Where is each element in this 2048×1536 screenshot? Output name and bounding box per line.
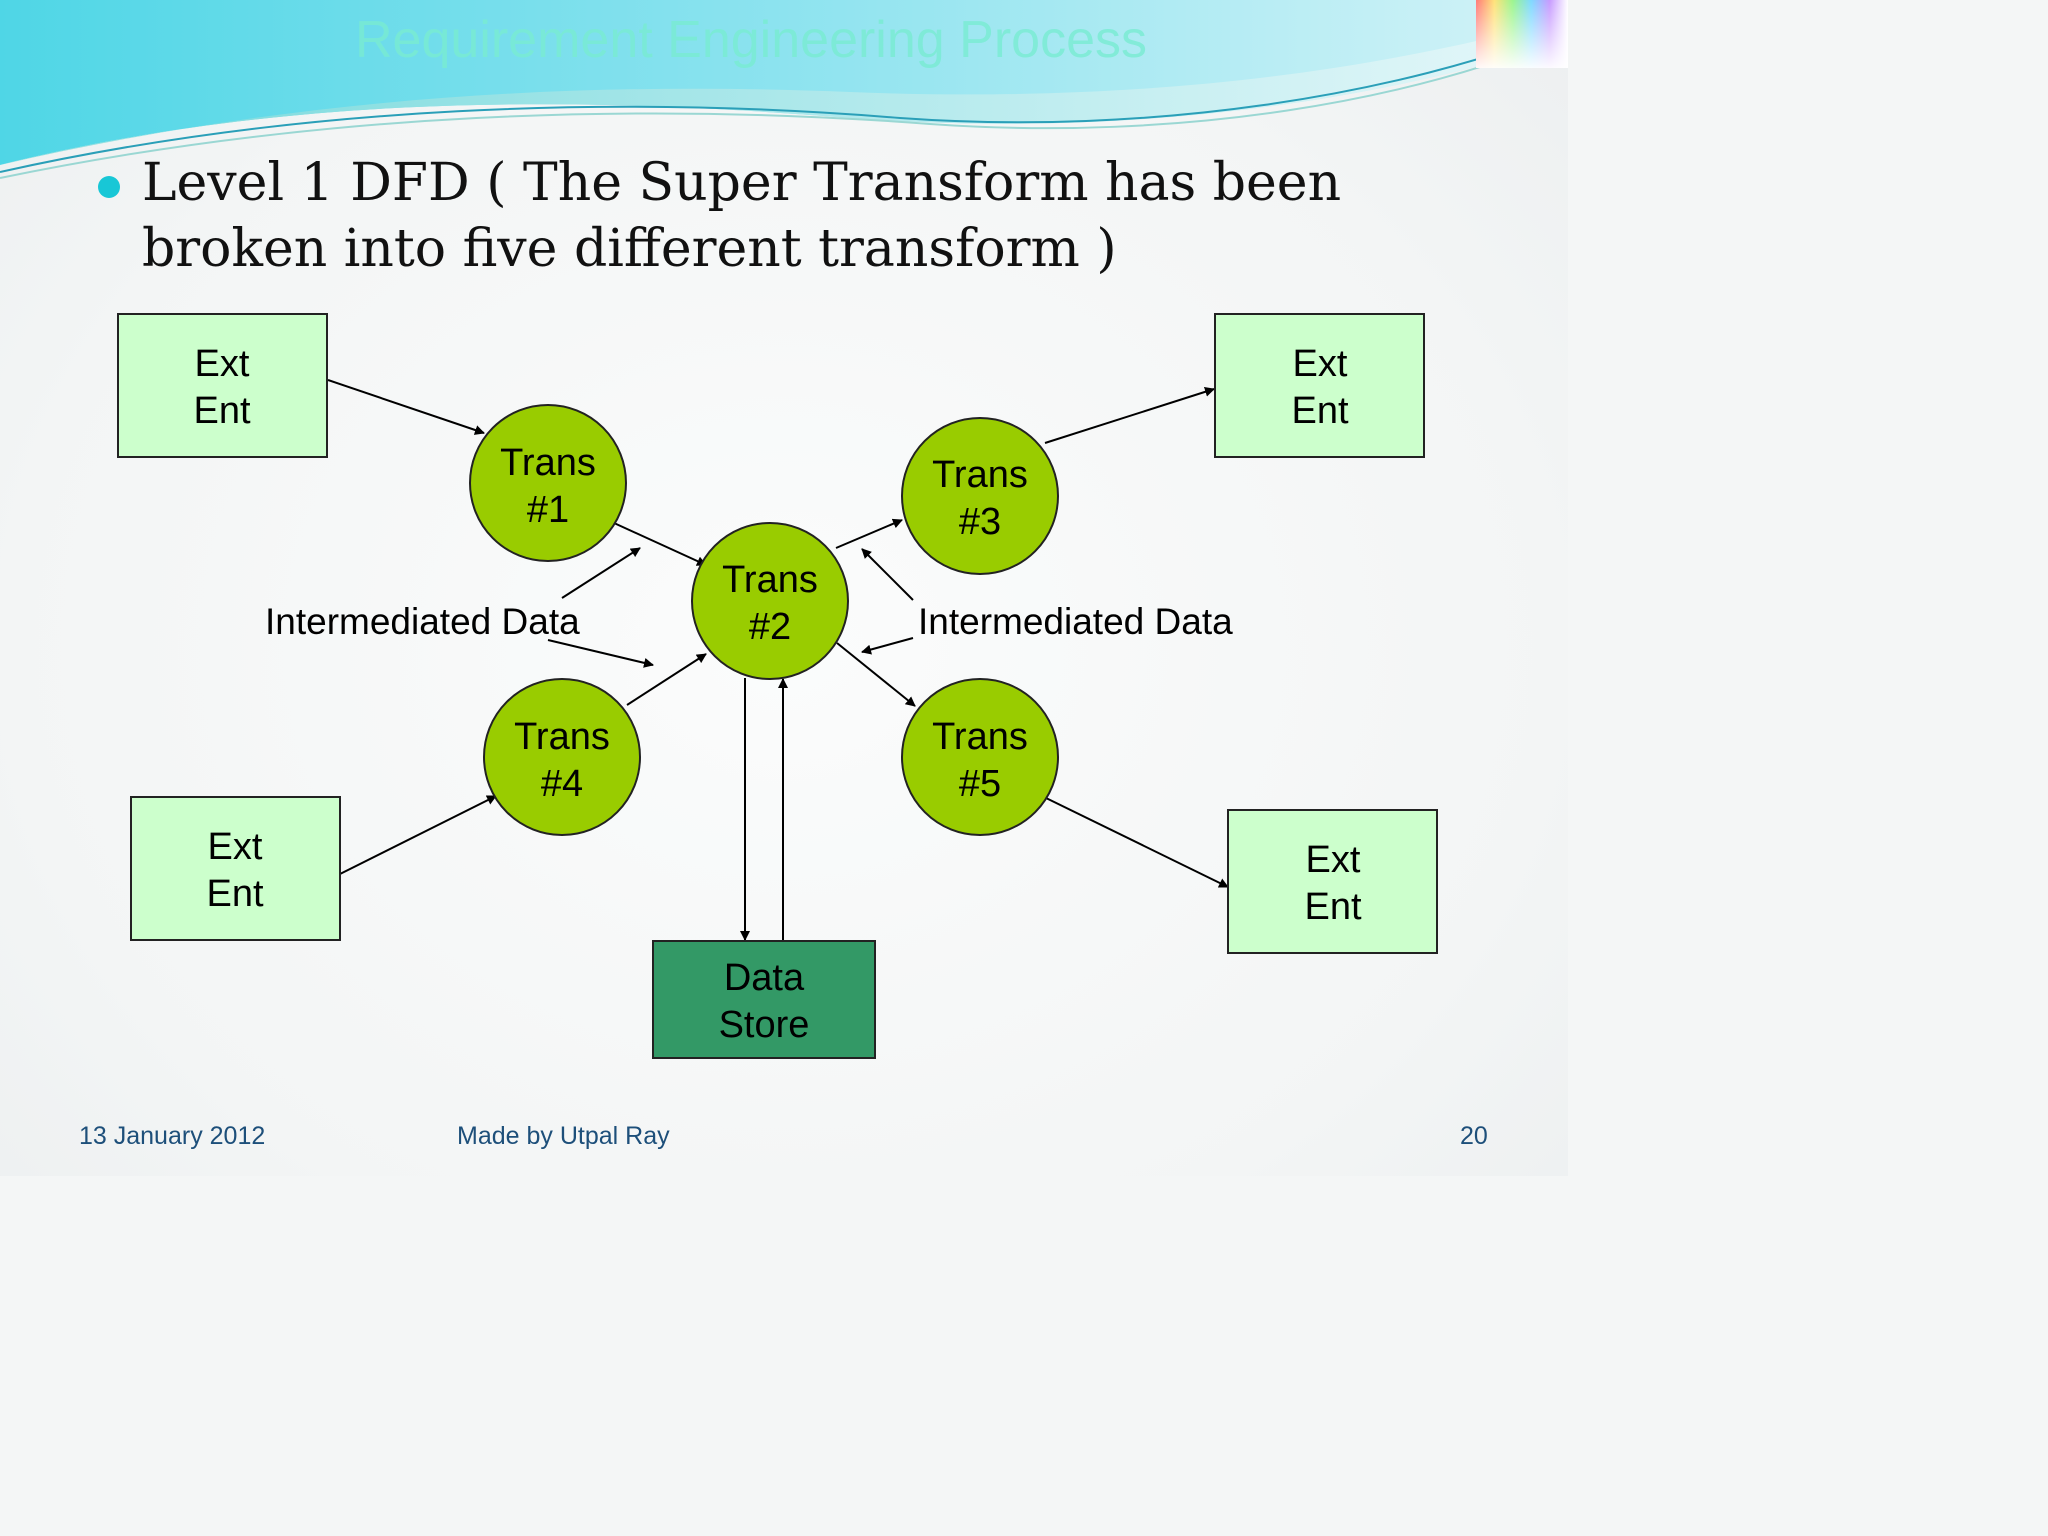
slide-title: Requirement Engineering Process xyxy=(355,11,1147,69)
corner-color-swatch xyxy=(1476,0,1568,68)
flow-arrow-ext1-to-trans1 xyxy=(327,379,485,435)
ext-entity-line2: Ent xyxy=(206,873,263,915)
transform-line2: #1 xyxy=(527,489,569,531)
external-entity: Ext Ent xyxy=(117,313,328,458)
transform-line2: #5 xyxy=(959,763,1001,805)
transform-node: Trans #2 xyxy=(691,522,849,680)
external-entity: Ext Ent xyxy=(1227,809,1438,954)
intermediated-data-label-left: Intermediated Data xyxy=(265,601,580,642)
flow-arrow-trans5-to-ext4 xyxy=(1045,797,1229,888)
transform-node: Trans #5 xyxy=(901,678,1059,836)
intermediated-data-label-right: Intermediated Data xyxy=(918,601,1233,642)
ext-entity-line2: Ent xyxy=(1291,390,1348,432)
transform-line1: Trans xyxy=(932,716,1028,758)
ext-entity-line2: Ent xyxy=(193,390,250,432)
transform-line1: Trans xyxy=(514,716,610,758)
header-wave-decoration xyxy=(0,0,1568,179)
ext-entity-line1: Ext xyxy=(1293,343,1348,385)
flow-arrow-trans4-to-trans2 xyxy=(626,653,707,706)
label-pointer-left-lower xyxy=(547,639,654,668)
label-pointer-right-upper xyxy=(861,548,914,601)
ext-entity-line1: Ext xyxy=(1306,839,1361,881)
transform-node: Trans #4 xyxy=(483,678,641,836)
flow-arrow-trans2-to-trans3 xyxy=(835,518,903,549)
slide: Requirement Engineering Process Level 1 … xyxy=(0,0,1568,1176)
transform-line1: Trans xyxy=(722,559,818,601)
transform-line2: #4 xyxy=(541,763,583,805)
external-entity: Ext Ent xyxy=(1214,313,1425,458)
footer-author: Made by Utpal Ray xyxy=(457,1122,670,1150)
data-store-line1: Data xyxy=(724,957,805,999)
data-store: Data Store xyxy=(652,940,876,1059)
flow-arrow-trans3-to-ext2 xyxy=(1044,386,1215,444)
transform-node: Trans #1 xyxy=(469,404,627,562)
transform-line1: Trans xyxy=(500,442,596,484)
flow-arrow-ext3-to-trans4 xyxy=(339,795,497,875)
transform-node: Trans #3 xyxy=(901,417,1059,575)
flow-arrows xyxy=(327,379,1229,941)
ext-entity-line1: Ext xyxy=(208,826,263,868)
data-store-line2: Store xyxy=(719,1004,810,1046)
flow-arrow-trans1-to-trans2 xyxy=(613,522,707,566)
transform-line2: #3 xyxy=(959,501,1001,543)
transform-line1: Trans xyxy=(932,454,1028,496)
slide-heading: Level 1 DFD ( The Super Transform has be… xyxy=(142,153,1342,279)
external-entity: Ext Ent xyxy=(130,796,341,941)
dfd-diagram: Ext Ent Ext Ent Ext Ent Ext Ent Trans #1… xyxy=(117,313,1438,1059)
ext-entity-line1: Ext xyxy=(195,343,250,385)
label-pointer-left-upper xyxy=(561,547,641,599)
label-pointer-right-lower xyxy=(861,637,914,655)
footer-page-number: 20 xyxy=(1460,1122,1488,1150)
footer-date: 13 January 2012 xyxy=(79,1122,266,1150)
ext-entity-line2: Ent xyxy=(1304,886,1361,928)
bullet-icon xyxy=(98,176,120,198)
flow-arrow-trans2-to-trans5 xyxy=(836,642,916,707)
transform-line2: #2 xyxy=(749,606,791,648)
